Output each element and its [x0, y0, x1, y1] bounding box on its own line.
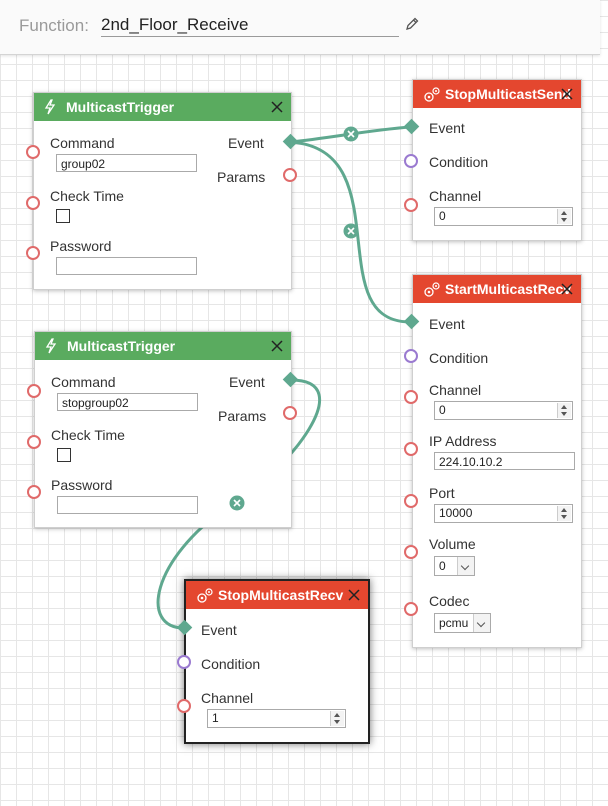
close-icon[interactable] [269, 338, 285, 354]
wire-delete-icon[interactable] [343, 223, 359, 239]
lightning-icon [44, 99, 56, 115]
node-header[interactable]: StopMulticastSend [413, 80, 581, 108]
close-icon[interactable] [346, 587, 362, 603]
channel-stepper[interactable]: 0 [434, 401, 573, 420]
channel-stepper[interactable]: 1 [207, 709, 346, 728]
wire-trigger1-to-startrecv [290, 140, 411, 324]
password-input[interactable] [56, 257, 197, 275]
command-input-port[interactable] [26, 145, 40, 159]
params-label: Params [218, 408, 267, 424]
channel-input-port[interactable] [404, 198, 418, 212]
node-title: StartMulticastRecv [445, 281, 572, 297]
event-label: Event [228, 135, 264, 151]
condition-input-port[interactable] [177, 655, 191, 669]
multicast-trigger-node-1[interactable]: MulticastTrigger Command group02 Check T… [33, 92, 292, 290]
chevron-down-icon[interactable] [473, 614, 490, 632]
node-title: MulticastTrigger [66, 99, 175, 115]
function-label: Function: [19, 16, 89, 35]
params-output-port[interactable] [283, 406, 297, 420]
ip-address-label: IP Address [429, 433, 497, 449]
port-value: 10000 [439, 506, 473, 520]
wire-delete-icon[interactable] [343, 126, 359, 142]
gears-icon [197, 588, 213, 603]
params-output-port[interactable] [283, 168, 297, 182]
channel-value: 0 [439, 403, 446, 417]
check-time-checkbox[interactable] [56, 209, 70, 223]
channel-stepper[interactable]: 0 [434, 207, 573, 226]
port-stepper[interactable]: 10000 [434, 504, 573, 523]
event-label: Event [229, 374, 265, 390]
channel-input-port[interactable] [404, 390, 418, 404]
command-input-port[interactable] [27, 384, 41, 398]
node-title: StopMulticastSend [445, 86, 572, 102]
command-label: Command [50, 135, 115, 151]
node-header[interactable]: MulticastTrigger [35, 332, 291, 360]
password-input[interactable] [57, 496, 198, 514]
gears-icon [424, 87, 440, 102]
condition-input-port[interactable] [404, 154, 418, 168]
node-header[interactable]: StopMulticastRecv [186, 581, 368, 609]
stepper-arrows-icon[interactable] [330, 711, 344, 726]
close-icon[interactable] [559, 86, 575, 102]
check-time-label: Check Time [50, 188, 124, 204]
volume-input-port[interactable] [404, 545, 418, 559]
chevron-down-icon[interactable] [457, 557, 474, 575]
function-header: Function: 2nd_Floor_Receive [0, 0, 600, 55]
channel-label: Channel [201, 690, 254, 706]
node-header[interactable]: MulticastTrigger [34, 93, 291, 121]
ip-address-input[interactable]: 224.10.10.2 [434, 452, 575, 470]
codec-input-port[interactable] [404, 602, 418, 616]
password-label: Password [50, 238, 112, 254]
lightning-icon [45, 338, 57, 354]
check-time-label: Check Time [51, 427, 125, 443]
password-label: Password [51, 477, 113, 493]
condition-input-port[interactable] [404, 349, 418, 363]
stop-multicast-recv-node[interactable]: StopMulticastRecv Event Condition Channe… [184, 579, 370, 744]
condition-label: Condition [429, 154, 489, 170]
stepper-arrows-icon[interactable] [557, 403, 571, 418]
ip-address-input-port[interactable] [404, 442, 418, 456]
channel-input-port[interactable] [177, 699, 191, 713]
volume-label: Volume [429, 536, 476, 552]
event-label: Event [201, 622, 237, 638]
channel-value: 0 [439, 209, 446, 223]
volume-value: 0 [439, 559, 446, 573]
function-name-field[interactable]: 2nd_Floor_Receive [101, 14, 399, 37]
check-time-checkbox[interactable] [57, 448, 71, 462]
node-header[interactable]: StartMulticastRecv [413, 275, 581, 303]
node-title: StopMulticastRecv [218, 587, 344, 603]
codec-label: Codec [429, 593, 470, 609]
event-label: Event [429, 120, 465, 136]
stepper-arrows-icon[interactable] [557, 209, 571, 224]
gears-icon [424, 282, 440, 297]
condition-label: Condition [429, 350, 489, 366]
command-label: Command [51, 374, 116, 390]
port-label: Port [429, 485, 455, 501]
node-title: MulticastTrigger [67, 338, 176, 354]
close-icon[interactable] [269, 99, 285, 115]
channel-label: Channel [429, 188, 482, 204]
codec-value: pcmu [439, 616, 469, 630]
close-icon[interactable] [559, 281, 575, 297]
params-label: Params [217, 169, 266, 185]
codec-select[interactable]: pcmu [434, 613, 491, 633]
multicast-trigger-node-2[interactable]: MulticastTrigger Command stopgroup02 Che… [34, 331, 292, 528]
pencil-icon[interactable] [404, 16, 420, 32]
check-time-input-port[interactable] [27, 435, 41, 449]
volume-select[interactable]: 0 [434, 556, 475, 576]
channel-value: 1 [212, 711, 219, 725]
command-input[interactable]: group02 [56, 154, 197, 172]
wire-delete-icon[interactable] [229, 495, 245, 511]
stepper-arrows-icon[interactable] [557, 506, 571, 521]
event-label: Event [429, 316, 465, 332]
password-input-port[interactable] [26, 246, 40, 260]
password-input-port[interactable] [27, 485, 41, 499]
stop-multicast-send-node[interactable]: StopMulticastSend Event Condition Channe… [412, 79, 582, 241]
command-input[interactable]: stopgroup02 [57, 393, 198, 411]
channel-label: Channel [429, 382, 482, 398]
condition-label: Condition [201, 656, 261, 672]
start-multicast-recv-node[interactable]: StartMulticastRecv Event Condition Chann… [412, 274, 582, 648]
port-input-port[interactable] [404, 494, 418, 508]
check-time-input-port[interactable] [26, 196, 40, 210]
